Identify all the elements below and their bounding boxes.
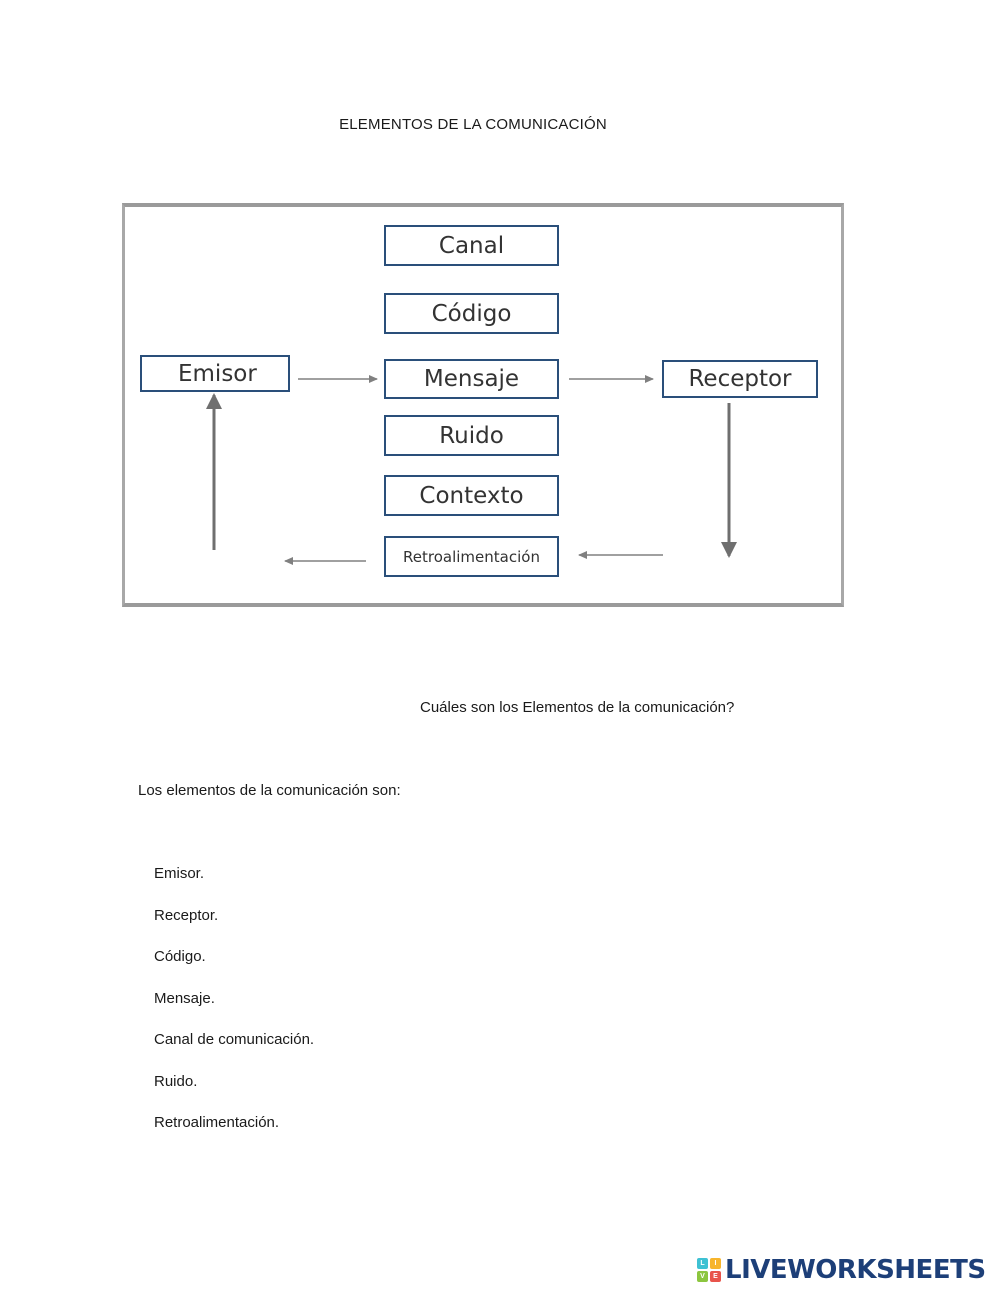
list-item: Receptor. (154, 906, 219, 924)
logo-block: E (710, 1271, 721, 1282)
list-item: Mensaje. (154, 989, 215, 1007)
node-emisor: Emisor (140, 355, 290, 392)
list-item: Código. (154, 948, 206, 965)
logo-text: LIVEWORKSHEETS (725, 1255, 986, 1285)
diagram-arrows (206, 375, 737, 565)
liveworksheets-logo: L I V E LIVEWORKSHEETS (697, 1254, 986, 1286)
elements-list: Emisor. Receptor. Código. Mensaje. Canal… (154, 864, 314, 1155)
communication-diagram: Emisor Canal Código Mensaje Ruido Contex… (122, 203, 844, 607)
logo-block: L (697, 1258, 708, 1269)
intro-text: Los elementos de la comunicación son: (138, 782, 401, 799)
list-item: Emisor. (154, 865, 205, 882)
node-retroalimentacion: Retroalimentación (384, 536, 559, 577)
node-mensaje: Mensaje (384, 359, 559, 399)
logo-block: I (710, 1258, 721, 1269)
page-title: ELEMENTOS DE LA COMUNICACIÓN (339, 116, 607, 133)
list-item: Ruido. (154, 1072, 198, 1090)
list-item: Retroalimentación. (154, 1114, 280, 1131)
logo-block: V (697, 1271, 708, 1282)
node-receptor: Receptor (662, 360, 818, 398)
list-item: Canal de comunicación. (154, 1031, 315, 1048)
node-canal: Canal (384, 225, 559, 266)
node-ruido: Ruido (384, 415, 559, 456)
logo-blocks-icon: L I V E (697, 1258, 721, 1282)
question-text: Cuáles son los Elementos de la comunicac… (420, 699, 735, 716)
node-contexto: Contexto (384, 475, 559, 516)
node-codigo: Código (384, 293, 559, 334)
